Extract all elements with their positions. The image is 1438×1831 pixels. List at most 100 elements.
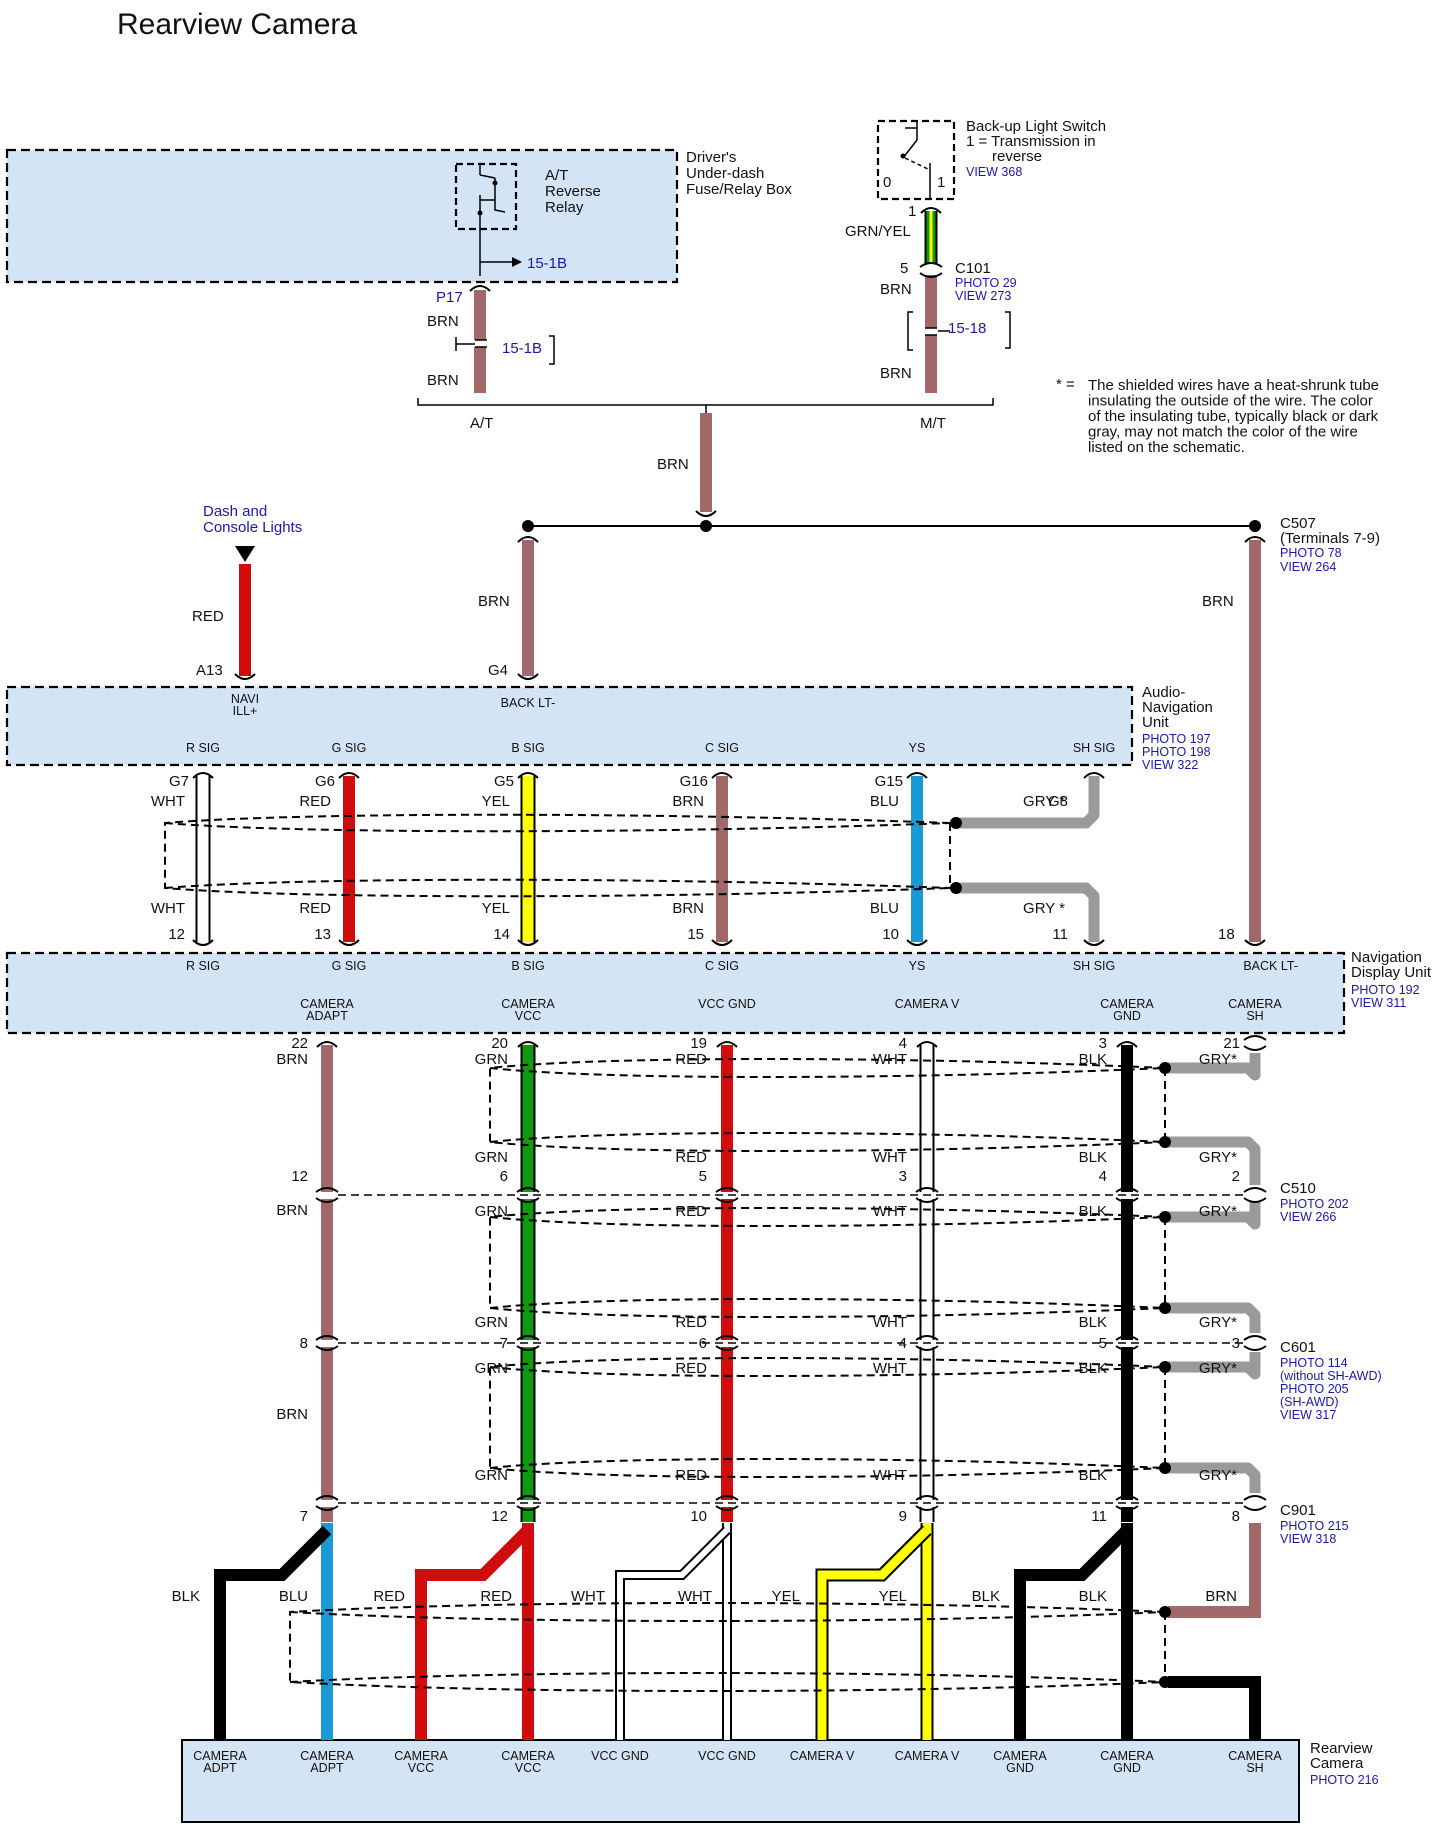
photo-78: PHOTO 78 [1280,546,1342,560]
pin-label: 14 [493,926,510,943]
pin-label: 12 [491,1508,508,1525]
relay-label: Relay [545,199,584,216]
wire-color-label: BLU [870,900,899,917]
wire-color-label: BLK [1079,1467,1107,1484]
pin-label: 4 [899,1335,907,1352]
view-311: VIEW 311 [1351,996,1406,1010]
inline-connector [516,1335,540,1341]
wire-color-label: GRY* [1199,1360,1237,1377]
camera-pin-label: CAMERA [1100,997,1154,1011]
camera-pin-label: VCC GND [698,997,756,1011]
relay-label: A/T [545,167,568,184]
backup-switch-box [876,119,956,201]
camera-terminal-label: CAMERA [300,1749,354,1763]
relay-contact [477,210,483,216]
relay-label: Reverse [545,183,601,200]
audio-nav-label: Unit [1142,714,1170,731]
harness-color-label: WHT [571,1588,605,1605]
signal-shield [164,822,951,889]
brn-wire-label: BRN [1202,593,1234,610]
pin-a13: A13 [196,662,223,679]
camera-shield-wire [1165,1202,1261,1230]
harness-color-label: RED [480,1588,512,1605]
c101-connector [919,272,943,278]
signal-label: R SIG [186,741,220,755]
switch-contact [900,153,906,159]
pin-label: 1 [908,203,916,220]
wire-color-label: GRN [475,1314,508,1331]
red-wire-label: RED [192,608,224,625]
wire-color-label: GRY* [1199,1149,1237,1166]
photo-198: PHOTO 198 [1142,745,1211,759]
switch-pos-1: 1 [937,174,945,191]
at-wire-label: BRN [427,372,459,389]
camera-terminal [517,1041,539,1048]
camera-shield-wire [1165,1462,1261,1493]
photo-215: PHOTO 215 [1280,1519,1349,1533]
splice-dot [522,520,534,532]
wire-color-label: BLK [1079,1149,1107,1166]
signal-terminal [517,772,539,779]
mt-wire-label: BRN [880,365,912,382]
sh-sig-wire-bottom [956,882,1100,942]
camera-terminal-label: CAMERA [501,1749,555,1763]
pin-label: 13 [314,926,331,943]
inline-connector [915,1495,939,1501]
wire-color-label: WHT [873,1467,907,1484]
signal-label: C SIG [705,741,739,755]
c101-label: C101 [955,260,991,277]
signal-terminal [338,939,360,946]
fuse-relay-box [5,148,679,284]
view-273: VIEW 273 [955,289,1011,303]
harness-sh [1168,1676,1261,1740]
view-368: VIEW 368 [966,165,1022,179]
camera-pin-label: CAMERA [300,997,354,1011]
inline-connector [315,1187,339,1193]
harness-color-label: BLK [172,1588,200,1605]
inline-connector [516,1505,540,1511]
inline-connector [715,1495,739,1501]
back-lt-label: BACK LT- [1243,959,1298,973]
inline-connector [715,1505,739,1511]
wire-color-label: GRY * [1023,900,1065,917]
harness-shield [289,1602,1166,1692]
at-wire-label: BRN [427,313,459,330]
camera-shield-wire [1165,1136,1261,1185]
mt-bracket [907,311,913,351]
photo-202: PHOTO 202 [1280,1197,1349,1211]
audio-nav-label: Audio- [1142,684,1185,701]
note-line: gray, may not match the color of the wir… [1088,424,1358,441]
harness-color-label: BLK [1079,1588,1107,1605]
photo-192: PHOTO 192 [1351,983,1420,997]
wire-color-label: GRN [475,1051,508,1068]
pin-label: 15 [687,926,704,943]
wire-color-label: BLK [1079,1314,1107,1331]
camera-terminal [316,1041,338,1048]
harness-color-label: BRN [1205,1588,1237,1605]
inline-connector [715,1335,739,1341]
navi-ill-label: NAVI [231,692,259,706]
wire-color-label: YEL [482,793,510,810]
wire-color-label: GRY * [1023,793,1065,810]
camera-terminal-label: CAMERA [1228,1749,1282,1763]
inline-connector [1243,1187,1267,1193]
inline-connector [315,1197,339,1203]
inline-connector [315,1335,339,1341]
sh-terminal [1243,1035,1267,1041]
inline-connector [315,1345,339,1351]
wire-color-label: RED [675,1314,707,1331]
inline-connector [1243,1335,1267,1341]
splice-dot [1159,1302,1171,1314]
signal-shield [164,813,951,898]
harness-yel-outline [815,1525,932,1740]
inline-connector [315,1505,339,1511]
wire-color-label: GRY* [1199,1314,1237,1331]
camera-shield [489,1058,1166,1152]
mt-link-ref: 15-18 [948,320,986,337]
splice-dot [1159,1676,1171,1688]
switch-note: 1 = Transmission in [966,133,1096,150]
camera-terminal-label: CAMERA [993,1749,1047,1763]
signal-label: R SIG [186,959,220,973]
reverse-relay-box [454,162,518,231]
navigation-display-unit [5,951,1346,1035]
